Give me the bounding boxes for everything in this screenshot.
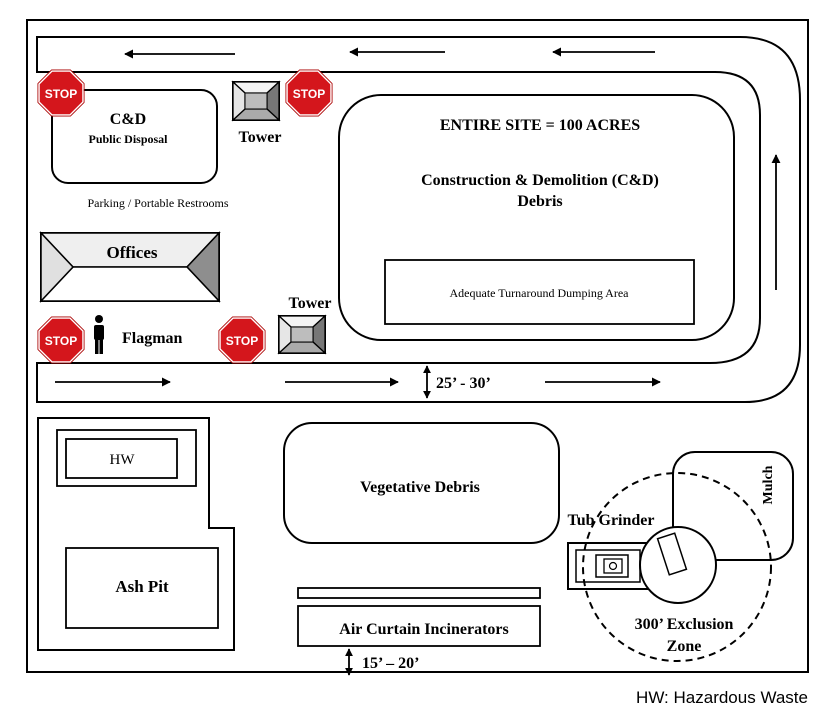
stop-sign-icon: STOP (285, 69, 333, 117)
hw-area-outer (56, 429, 197, 487)
cd-debris-area (338, 94, 735, 341)
vegetative-label: Vegetative Debris (360, 479, 480, 496)
incinerator-gap-label: 15’ – 20’ (362, 655, 419, 672)
vegetative-debris-area (283, 422, 560, 544)
exclusion-zone-boundary (582, 472, 772, 662)
cd-public-disposal-area (51, 89, 218, 184)
air-curtain-incinerators (297, 605, 541, 647)
stop-sign-text: STOP (226, 334, 258, 348)
site-total-label: ENTIRE SITE = 100 ACRES (440, 117, 640, 134)
tower-icon (231, 80, 281, 122)
flagman-icon (94, 315, 104, 354)
road-width-label: 25’ - 30’ (436, 375, 491, 392)
offices-building (39, 231, 221, 303)
cd-debris-line2: Debris (517, 193, 562, 210)
hw-ash-enclosure (37, 417, 235, 651)
turnaround-area (384, 259, 695, 325)
hw-area (65, 438, 178, 479)
stop-sign-text: STOP (45, 334, 77, 348)
tower-mid-label: Tower (289, 295, 332, 312)
incinerator-strip (297, 587, 541, 599)
stop-sign-text: STOP (45, 87, 77, 101)
legend-text: HW: Hazardous Waste (636, 688, 808, 707)
parking-label: Parking / Portable Restrooms (88, 196, 229, 210)
cd-public-title: C&D (110, 111, 146, 128)
exclusion-line2: Zone (667, 638, 702, 655)
tower-icon (277, 314, 327, 355)
mulch-label: Mulch (761, 465, 776, 504)
tub-grinder-label: Tub Grinder (568, 512, 655, 529)
stop-sign-icon: STOP (37, 316, 85, 364)
incinerators-label: Air Curtain Incinerators (339, 621, 508, 638)
stop-sign-icon: STOP (37, 69, 85, 117)
tub-grinder-icon (567, 526, 717, 604)
mulch-area (672, 451, 794, 561)
access-road-loop (36, 36, 801, 403)
cd-debris-line1: Construction & Demolition (C&D) (421, 172, 659, 189)
ash-pit-label: Ash Pit (115, 577, 169, 596)
cd-public-subtitle: Public Disposal (88, 132, 168, 146)
site-boundary (26, 19, 809, 673)
exclusion-line1: 300’ Exclusion (635, 616, 734, 633)
stop-sign-icon: STOP (218, 316, 266, 364)
ash-pit-area (65, 547, 219, 629)
offices-label: Offices (107, 243, 158, 262)
hw-label: HW (110, 452, 136, 468)
stop-sign-text: STOP (293, 87, 325, 101)
tower-top-label: Tower (239, 129, 282, 146)
flagman-label: Flagman (122, 330, 183, 347)
turnaround-label: Adequate Turnaround Dumping Area (450, 286, 630, 300)
